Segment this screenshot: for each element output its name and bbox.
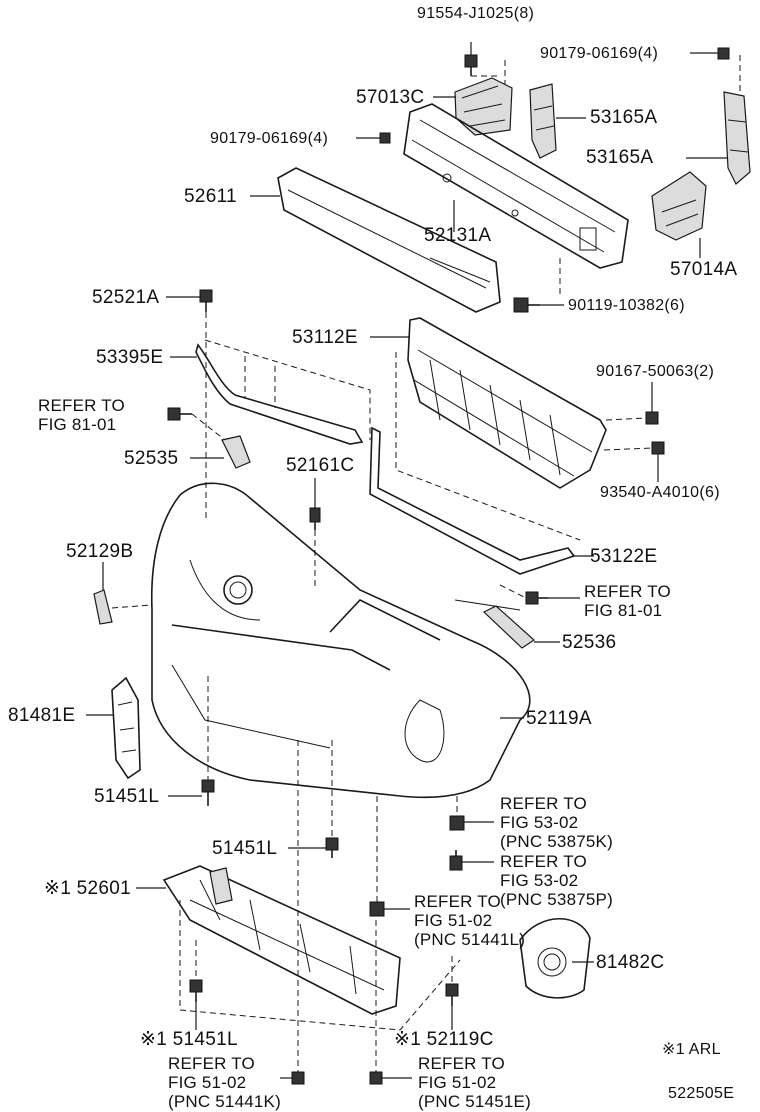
label-53122E[interactable]: 53122E xyxy=(590,546,658,567)
ref-line: FIG 51-02 xyxy=(414,911,493,930)
ref-line: (PNC 51441L) xyxy=(414,930,526,949)
clip-52161C xyxy=(309,507,321,530)
ref-line: REFER TO xyxy=(500,794,587,813)
ref-line: (PNC 51451E) xyxy=(418,1092,531,1111)
reinforcement-52131A xyxy=(403,103,629,269)
ref-line: (PNC 53875P) xyxy=(500,890,613,909)
ref-fig-51-02-51441L[interactable]: REFER TO FIG 51-02 (PNC 51441L) xyxy=(414,892,525,949)
label-52601[interactable]: ※1 52601 xyxy=(44,878,131,899)
ref-fig-51-02-51451E[interactable]: REFER TO FIG 51-02 (PNC 51451E) xyxy=(418,1054,531,1111)
molding-53395E xyxy=(195,343,364,445)
bracket-52129B xyxy=(93,589,113,625)
ref-line: (PNC 51441K) xyxy=(168,1092,281,1111)
label-52161C[interactable]: 52161C xyxy=(286,455,355,476)
bolt-90119 xyxy=(513,297,540,313)
label-52536[interactable]: 52536 xyxy=(562,632,617,653)
absorber-52611 xyxy=(277,167,501,313)
ref-fig-53-02-53875K[interactable]: REFER TO FIG 53-02 (PNC 53875K) xyxy=(500,794,613,851)
bolt-91554 xyxy=(464,54,478,76)
bracket-53165A-right xyxy=(723,91,751,185)
ref-line: FIG 81-01 xyxy=(38,415,117,434)
bolt-fig-81-01-upper xyxy=(167,407,192,421)
ref-line: FIG 51-02 xyxy=(418,1073,497,1092)
clip-53875P xyxy=(449,850,463,871)
label-52131A[interactable]: 52131A xyxy=(424,225,492,246)
ref-line: REFER TO xyxy=(38,396,125,415)
label-57014A[interactable]: 57014A xyxy=(670,259,738,280)
label-90179-06169-mid[interactable]: 90179-06169(4) xyxy=(210,130,329,147)
bumper-cover-52119A xyxy=(150,482,531,799)
label-57013C[interactable]: 57013C xyxy=(356,87,425,108)
label-53165A-2[interactable]: 53165A xyxy=(586,147,654,168)
label-52119A[interactable]: 52119A xyxy=(526,708,592,729)
label-81482C[interactable]: 81482C xyxy=(596,952,665,973)
clip-51451L-1 xyxy=(201,779,215,806)
nut-90179-mid xyxy=(379,132,391,144)
label-52119C[interactable]: ※1 52119C xyxy=(394,1029,494,1050)
clip-52521A xyxy=(199,289,213,312)
label-90179-06169-top[interactable]: 90179-06169(4) xyxy=(540,45,659,62)
label-90167-50063[interactable]: 90167-50063(2) xyxy=(596,363,715,380)
bracket-57013C xyxy=(454,77,513,136)
ref-line: FIG 81-01 xyxy=(584,601,663,620)
bolt-93540 xyxy=(651,441,665,455)
ref-line: FIG 53-02 xyxy=(500,871,579,890)
ref-line: REFER TO xyxy=(414,892,501,911)
bracket-57014A xyxy=(651,171,707,241)
label-81481E[interactable]: 81481E xyxy=(8,705,76,726)
footnote-arl: ※1 ARL xyxy=(662,1041,721,1058)
label-91554-J1025[interactable]: 91554-J1025(8) xyxy=(417,5,535,22)
molding-53122E xyxy=(369,426,576,575)
lamp-cover-81481E xyxy=(111,676,141,780)
label-52535[interactable]: 52535 xyxy=(124,448,179,469)
clip-51441K xyxy=(291,1071,305,1085)
ref-fig-81-01-upper[interactable]: REFER TO FIG 81-01 xyxy=(38,396,125,434)
clip-51451E xyxy=(369,1071,383,1085)
ref-line: (PNC 53875K) xyxy=(500,832,613,851)
label-51451L-3[interactable]: ※1 51451L xyxy=(140,1029,238,1050)
label-51451L-1[interactable]: 51451L xyxy=(94,786,160,807)
label-53112E[interactable]: 53112E xyxy=(292,327,358,348)
nut-90179-top xyxy=(717,47,730,60)
ref-line: REFER TO xyxy=(500,852,587,871)
ref-line: FIG 51-02 xyxy=(168,1073,247,1092)
label-90119-10382[interactable]: 90119-10382(6) xyxy=(568,297,685,314)
clip-51441L xyxy=(369,901,385,917)
bracket-52535 xyxy=(221,435,251,469)
ref-line: FIG 53-02 xyxy=(500,813,579,832)
label-52129B[interactable]: 52129B xyxy=(66,541,134,562)
clip-51451L-3 xyxy=(189,979,203,1002)
clip-53875K xyxy=(449,815,465,831)
ref-line: REFER TO xyxy=(584,582,671,601)
label-51451L-2[interactable]: 51451L xyxy=(212,838,278,859)
ref-fig-51-02-51441K[interactable]: REFER TO FIG 51-02 (PNC 51441K) xyxy=(168,1054,281,1111)
under-cover-52601 xyxy=(162,865,401,1015)
clip-51451L-2 xyxy=(325,837,339,858)
grille-53112E xyxy=(407,317,607,489)
bracket-52536 xyxy=(482,605,535,649)
label-53395E[interactable]: 53395E xyxy=(96,347,164,368)
ref-fig-53-02-53875P[interactable]: REFER TO FIG 53-02 (PNC 53875P) xyxy=(500,852,613,909)
label-52521A[interactable]: 52521A xyxy=(92,287,160,308)
ref-line: REFER TO xyxy=(418,1054,505,1073)
bolt-fig-81-01-lower xyxy=(525,591,548,605)
ref-line: REFER TO xyxy=(168,1054,255,1073)
diagram-id: 522505E xyxy=(668,1085,735,1102)
fog-cover-81482C xyxy=(519,918,591,999)
label-53165A-1[interactable]: 53165A xyxy=(590,107,658,128)
ref-fig-81-01-lower[interactable]: REFER TO FIG 81-01 xyxy=(584,582,671,620)
label-93540-A4010[interactable]: 93540-A4010(6) xyxy=(600,484,720,501)
bolt-90167 xyxy=(645,411,659,425)
label-52611[interactable]: 52611 xyxy=(184,186,237,207)
bracket-53165A-left xyxy=(529,83,557,159)
clip-52119C xyxy=(445,983,459,1006)
